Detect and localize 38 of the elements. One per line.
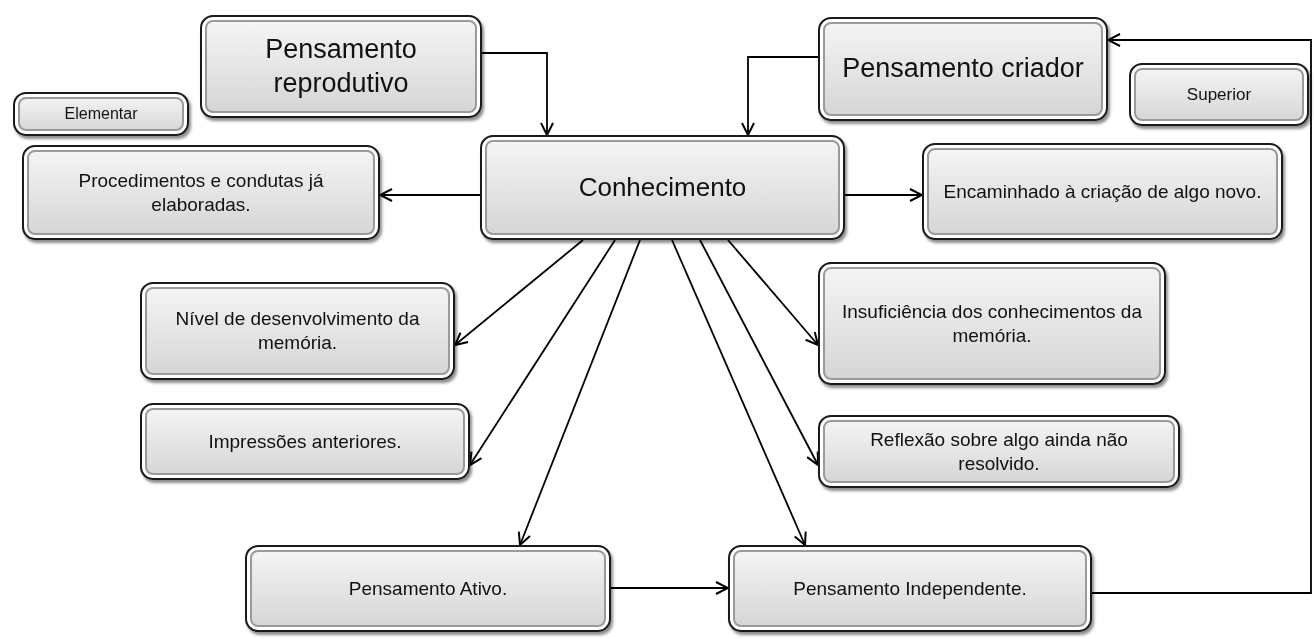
rounded-box [13, 92, 189, 136]
node-text: Procedimentos e condutas já elaboradas. [77, 168, 325, 217]
rounded-box [22, 145, 380, 240]
rounded-box [200, 15, 482, 118]
rounded-box [140, 282, 455, 380]
node-text: Conhecimento [578, 171, 747, 204]
rounded-box [1129, 63, 1309, 126]
node-text: Superior [1186, 83, 1252, 106]
arrow [741, 56, 819, 136]
arrow [469, 239, 616, 466]
node-text: Impressões anteriores. [208, 429, 402, 454]
rounded-box [728, 545, 1092, 632]
arrow [671, 239, 807, 546]
rounded-box [245, 545, 611, 632]
arrow [699, 239, 819, 466]
rounded-box [818, 262, 1166, 385]
node-text: Pensamento Independente. [793, 576, 1027, 601]
node-text: Insuficiência dos conhecimentos da memória. [841, 299, 1143, 348]
rounded-box [922, 143, 1283, 240]
node-text: Nível de desenvolvimento da memória. [174, 307, 421, 355]
arrow [1091, 33, 1312, 594]
rounded-box [140, 403, 470, 480]
node-text: Elementar [64, 104, 138, 124]
node-text: Reflexão sobre algo ainda não resolvido. [869, 427, 1129, 476]
arrow [481, 52, 554, 136]
arrow [727, 239, 819, 346]
arrow [610, 581, 729, 595]
node-text: Pensamento reprodutivo [264, 32, 418, 100]
rounded-box [480, 135, 845, 240]
rounded-box [818, 415, 1180, 488]
node-text: Encaminhado à criação de algo novo. [943, 179, 1262, 204]
node-text: Pensamento criador [842, 52, 1084, 86]
arrow [379, 188, 481, 202]
arrow [517, 239, 641, 546]
node-text: Pensamento Ativo. [348, 576, 508, 601]
arrow [844, 188, 923, 202]
rounded-box [818, 17, 1108, 121]
arrow [454, 239, 584, 346]
